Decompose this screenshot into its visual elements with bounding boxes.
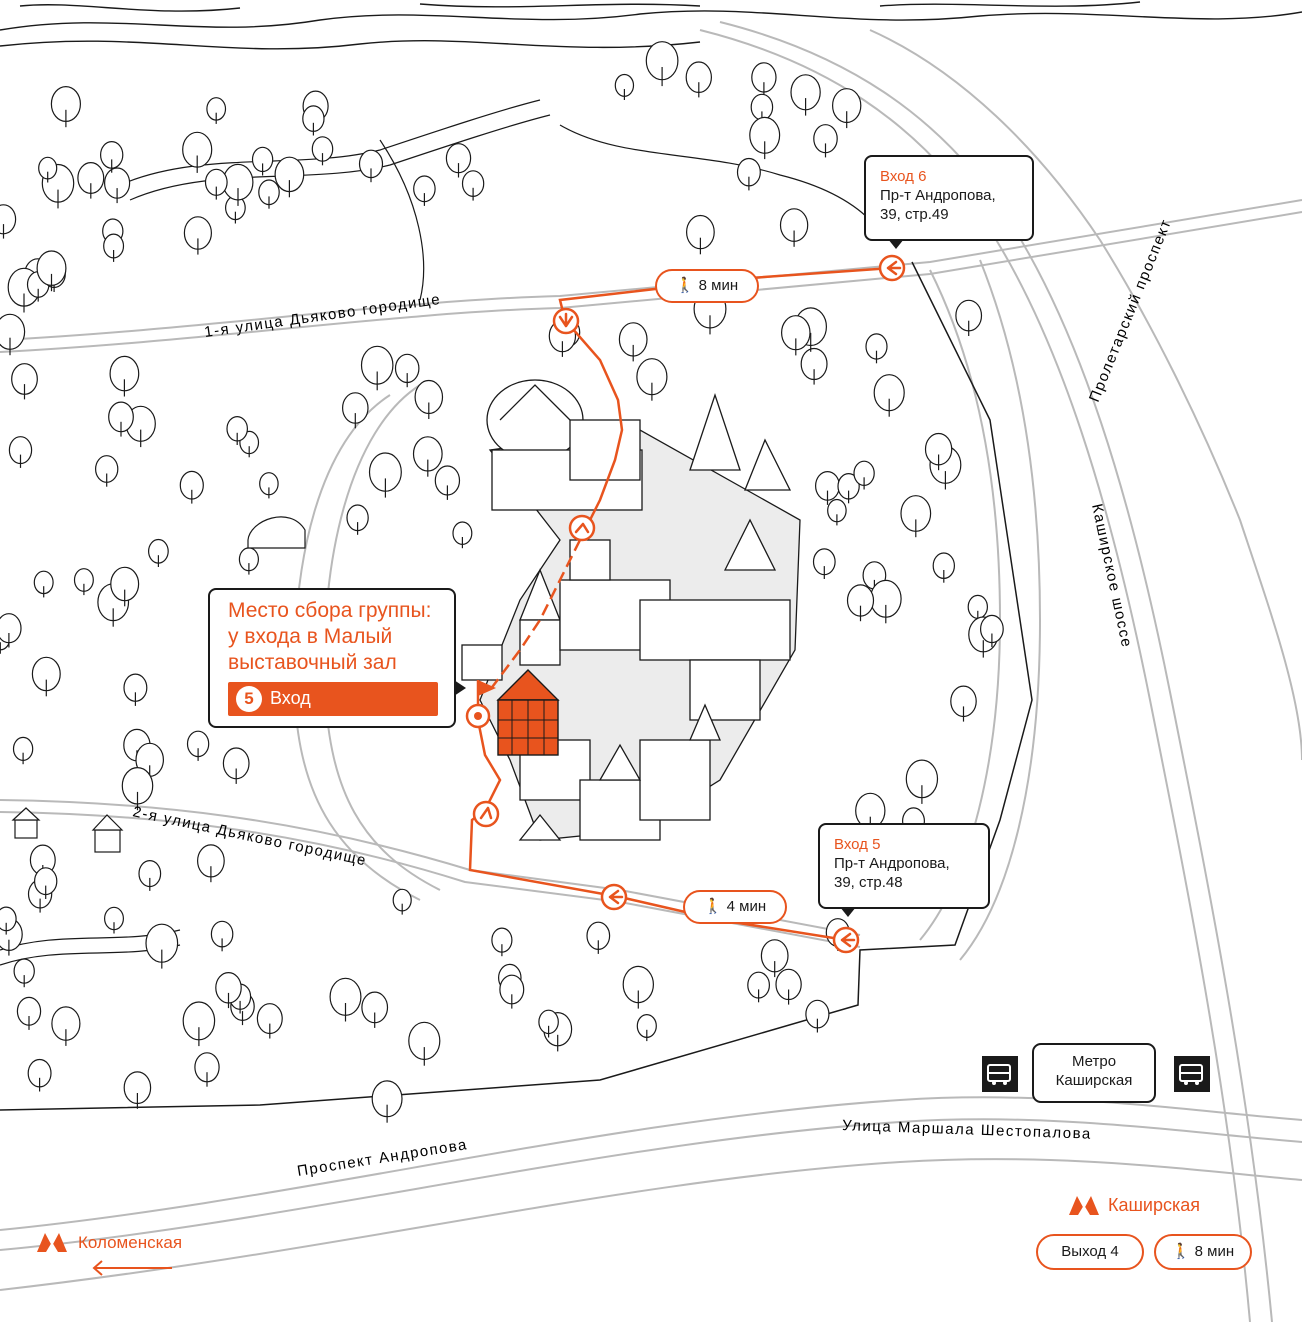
tree [0,613,22,644]
route-arrow-chevrons [479,260,902,948]
entry-badge: 5 Вход [228,682,438,716]
tree [0,906,17,932]
small-exhibition-hall [496,669,560,756]
metro-walk-time-value: 8 мин [1194,1243,1235,1260]
walk-icon: 🚶 [703,898,723,915]
trees [0,41,1004,1123]
metro-icon [1068,1194,1100,1221]
walk-time-entrance5-value: 4 мин [726,898,767,915]
entrance5-callout-tail [840,907,856,917]
metro-kashirskaya-name: Каширская [1108,1195,1201,1215]
bus-icon [1174,1056,1210,1092]
street-label-dyakovo1: 1-я улица Дьяково городище [203,291,442,341]
walk-icon: 🚶 [675,277,695,294]
tree [0,313,26,350]
entry-number: 5 [236,686,262,712]
route-dashed [489,539,582,691]
entrance5-address-line2: 39, стр.48 [834,874,903,891]
meeting-line1: Место сбора группы: [228,599,432,622]
fortress-complex [461,379,801,841]
entrance5-address-line1: Пр-т Андропова, [834,855,950,872]
walk-icon: 🚶 [1171,1243,1191,1260]
meeting-point-icon [465,680,496,729]
meeting-callout-tail [454,680,466,696]
arrow-left-icon [92,1260,172,1276]
bus-stop-line1: Метро [1071,1053,1117,1070]
entry-label: Вход [270,688,311,708]
metro-icon [36,1231,68,1258]
entrance5-callout: Вход 5 Пр-т Андропова, 39, стр.48 [818,823,990,909]
metro-kolomenskaya-name: Коломенская [78,1233,183,1252]
street-label-kashirskoe: Каширское шоссе [1088,502,1135,649]
metro-walk-time: 🚶 8 мин [1154,1234,1252,1270]
park-fence [0,261,1033,1111]
bus-stop-callout: Метро Каширская [1032,1043,1156,1103]
metro-exit-badge: Выход 4 [1036,1234,1144,1270]
meeting-point-callout: Место сбора группы: у входа в Малый выст… [208,588,456,728]
entrance6-title: Вход 6 [880,168,927,185]
bus-stop-line2: Каширская [1055,1072,1133,1089]
walk-time-entrance6: 🚶 8 мин [655,269,759,303]
walk-time-entrance5: 🚶 4 мин [683,890,787,924]
tree [0,204,17,235]
metro-exit-label: Выход 4 [1061,1243,1119,1260]
entrance5-title: Вход 5 [834,836,881,853]
entrance6-callout: Вход 6 Пр-т Андропова, 39, стр.49 [864,155,1034,241]
river-bank [0,1,1302,50]
street-label-dyakovo2: 2-я улица Дьяково городище [131,803,368,869]
entrance6-callout-tail [888,239,904,249]
meeting-line2: у входа в Малый [228,625,393,648]
pavilions [11,516,306,853]
street-label-proletarsky: Пролетарский проспект [1086,216,1175,404]
entrance6-address-line1: Пр-т Андропова, [880,187,996,204]
meeting-line3: выставочный зал [228,651,397,674]
walk-time-entrance6-value: 8 мин [698,277,739,294]
entrance6-address-line2: 39, стр.49 [880,206,949,223]
bus-icon [982,1056,1018,1092]
